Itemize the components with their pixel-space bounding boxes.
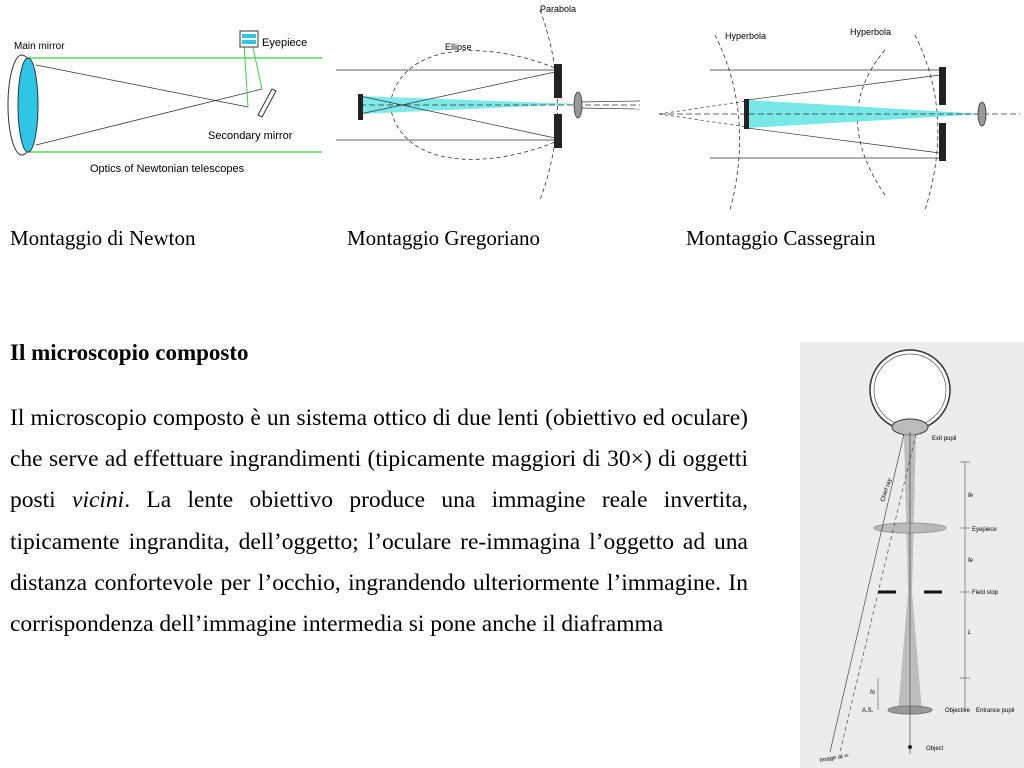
entrance-pupil-label: Entrance pupil: [976, 708, 1014, 714]
L-label: L: [968, 630, 971, 636]
fe2-label: fe: [968, 558, 974, 564]
secondary-mirror-label: Secondary mirror: [208, 130, 293, 142]
parabola-label: Parabola: [540, 4, 576, 14]
objective-label: Objective: [945, 708, 971, 714]
section-paragraph: Il microscopio composto è un sistema ott…: [10, 398, 748, 645]
cassegrain-diagram: Hyperbola Hyperbola: [658, 27, 1020, 211]
fe-label: fe: [968, 493, 974, 499]
caption-gregorian: Montaggio Gregoriano: [347, 226, 541, 250]
paragraph-italic-vicini: vicini: [72, 487, 125, 514]
paragraph-part-2: . La lente obiettivo produce una immagin…: [10, 487, 748, 638]
ellipse-label: Ellipse: [445, 42, 472, 52]
hyperbola-left-label: Hyperbola: [725, 31, 766, 41]
section-title: Il microscopio composto: [10, 340, 249, 365]
paragraph-part-1: Il microscopio composto è un sistema ott…: [10, 405, 748, 514]
caption-cassegrain: Montaggio Cassegrain: [686, 226, 876, 250]
object-label: Object: [926, 746, 944, 752]
main-mirror-label: Main mirror: [14, 41, 65, 52]
gregorian-diagram: Parabola Ellipse: [336, 4, 641, 201]
eyepiece-label: Eyepiece: [262, 37, 307, 49]
eyepiece-label-micro: Eyepiece: [972, 527, 997, 533]
newton-inner-caption: Optics of Newtonian telescopes: [90, 163, 245, 175]
chief-ray-label: Chief ray: [880, 478, 893, 503]
newton-diagram: Main mirror Eyepiece Secondary mirror Op…: [7, 30, 322, 175]
image-at-infinity-label: Image at ∞: [819, 753, 849, 764]
exit-pupil-label: Exit pupil: [932, 436, 956, 442]
fo-label: fo: [870, 690, 876, 696]
as-label: A.S.: [862, 708, 874, 714]
hyperbola-right-label: Hyperbola: [850, 27, 891, 37]
microscope-diagram: Exit pupil Chief ray Eyepiece Field stop…: [819, 349, 1014, 764]
caption-newton: Montaggio di Newton: [10, 226, 196, 250]
field-stop-label: Field stop: [972, 590, 999, 596]
